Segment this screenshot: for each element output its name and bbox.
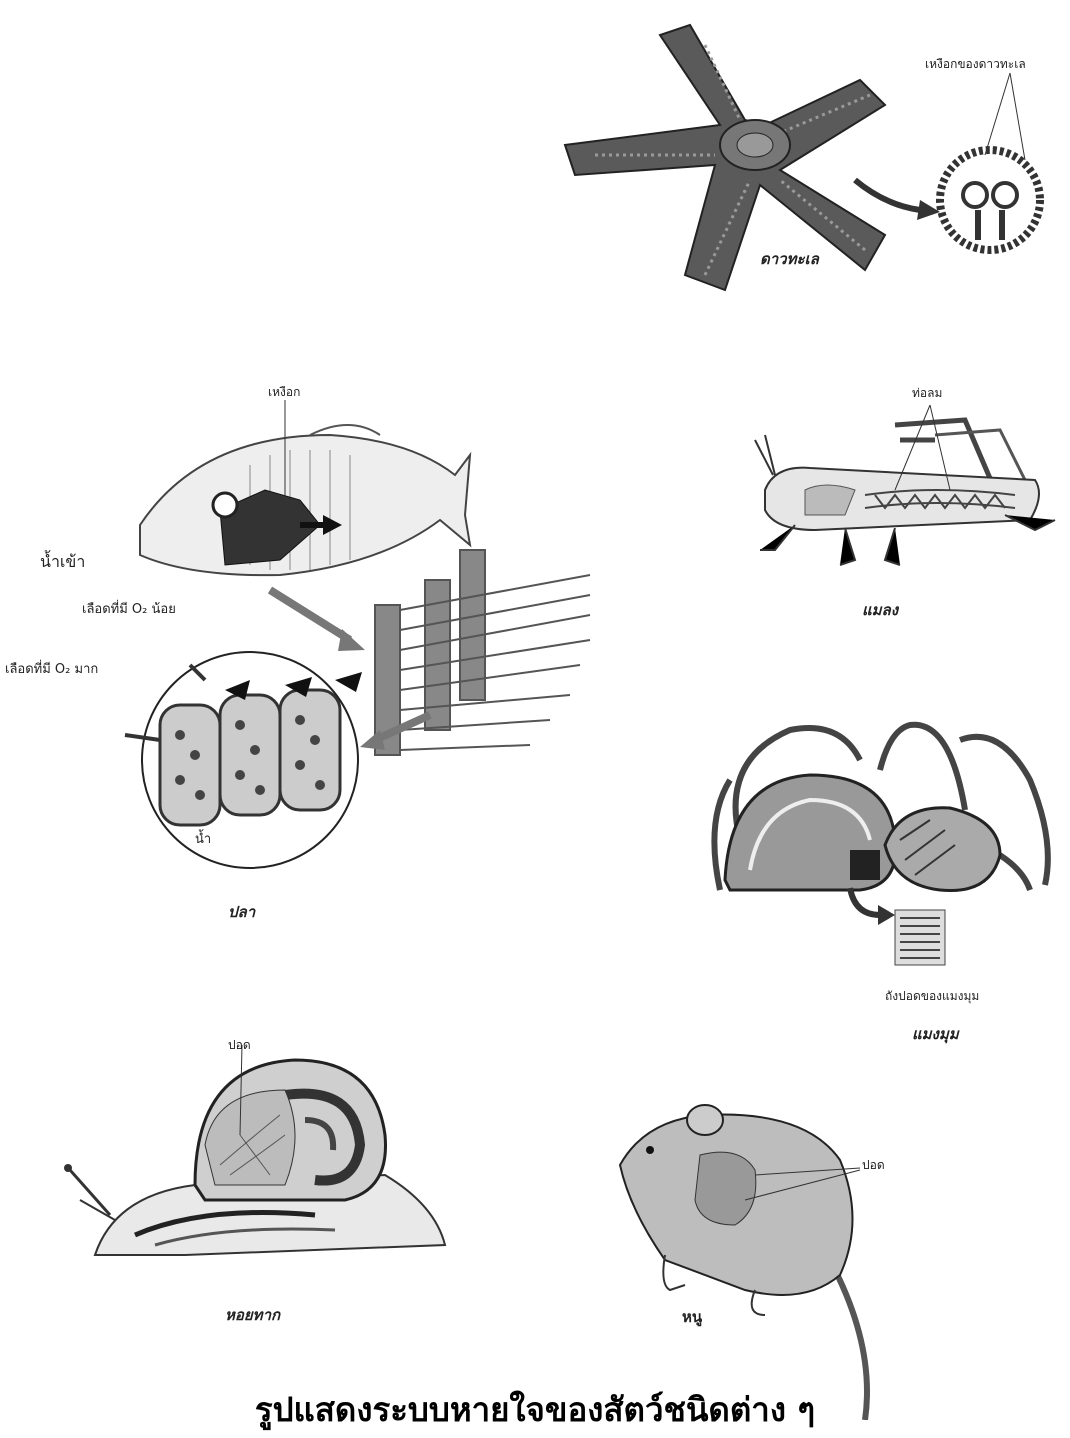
figure-caption: รูปแสดงระบบหายใจของสัตว์ชนิดต่าง ๆ: [0, 1383, 1070, 1436]
insect-name: แมลง: [862, 598, 898, 622]
spider-figure: [700, 720, 1060, 990]
fish-blood-low-label: เลือดที่มี O₂ น้อย: [82, 598, 176, 619]
starfish-name: ดาวทะเล: [760, 247, 819, 271]
mouse-name: หนู: [682, 1305, 702, 1329]
mouse-lungs: [695, 1152, 756, 1225]
fish-eye: [213, 493, 237, 517]
starfish-gill-label: เหงือกของดาวทะเล: [925, 55, 1026, 74]
fish-water-in-label: น้ำเข้า: [40, 550, 85, 575]
fish-blood-high-label: เลือดที่มี O₂ มาก: [5, 658, 98, 679]
mouse-lung-label: ปอด: [862, 1156, 885, 1175]
insect-trachea-label: ท่อลม: [912, 384, 942, 403]
gill-cross-section: [940, 150, 1040, 250]
mouse-eye: [646, 1146, 654, 1154]
mouse-figure: [605, 1090, 935, 1420]
fish-name: ปลา: [228, 900, 255, 924]
spider-booklung-label: ถังปอดของแมงมุม: [885, 987, 979, 1006]
snail-name: หอยทาก: [225, 1303, 280, 1327]
arrow: [855, 180, 920, 210]
fish-body: [140, 435, 470, 575]
spider-name: แมงมุม: [912, 1022, 959, 1046]
mouse-ear: [687, 1105, 723, 1135]
fish-figure: [80, 395, 610, 915]
fish-gill-label: เหงือก: [268, 383, 300, 402]
spider-cephalothorax: [885, 808, 1000, 891]
snail-lung-label: ปอด: [228, 1036, 251, 1055]
book-lung: [895, 910, 945, 965]
lamellae: [160, 690, 340, 825]
arrow: [270, 590, 350, 640]
fish-water-label: น้ำ: [195, 828, 211, 849]
snail-figure: [55, 1035, 455, 1295]
arrow: [850, 888, 880, 915]
insect-figure: [735, 400, 1065, 580]
